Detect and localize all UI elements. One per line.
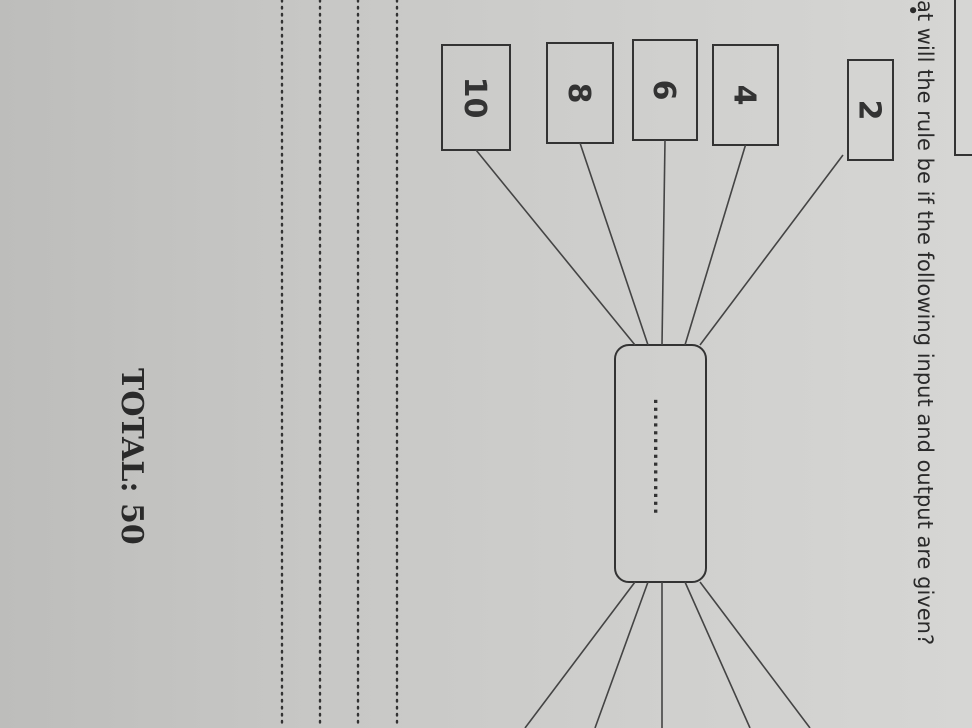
output-connector-line: [684, 581, 751, 728]
output-connector-line: [524, 581, 636, 728]
output-connector-line: [594, 581, 649, 728]
input-value: 10: [457, 77, 492, 119]
connector-line: [684, 144, 747, 346]
connector-line: [475, 149, 636, 346]
input-value: 4: [727, 85, 762, 106]
input-value: 6: [646, 80, 681, 101]
question-text: at will the rule be if the following inp…: [913, 0, 937, 645]
output-connector-line: [699, 581, 811, 728]
rule-box-placeholder: ...............: [649, 398, 670, 516]
input-value: 8: [561, 83, 596, 104]
partial-box: [954, 0, 972, 156]
input-value: 2: [852, 100, 887, 121]
input-box: [847, 59, 894, 161]
connector-line: [579, 142, 649, 346]
connector-line: [661, 139, 666, 346]
total-label: TOTAL: 50: [114, 368, 149, 545]
connector-line: [699, 154, 844, 346]
question-bullet: •: [900, 4, 924, 16]
rule-box[interactable]: [614, 344, 707, 583]
